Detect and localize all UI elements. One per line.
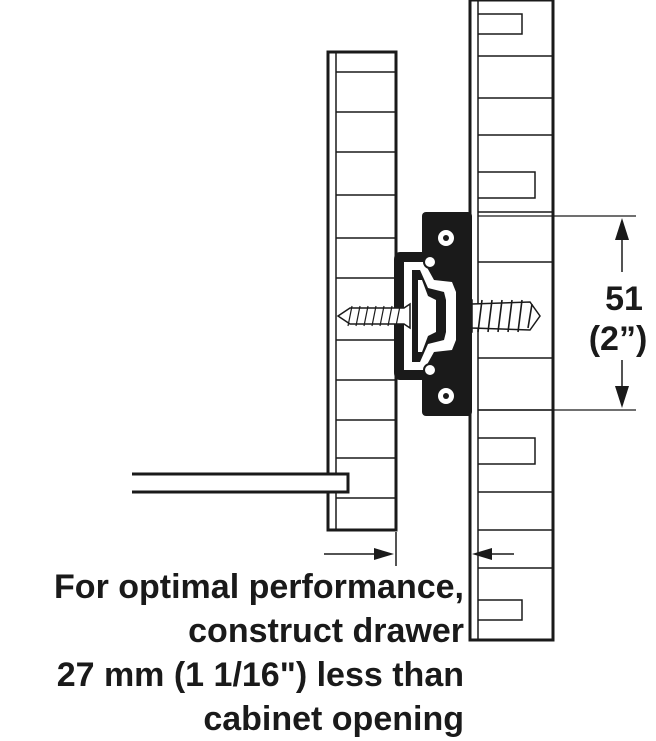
caption-line: For optimal performance, bbox=[54, 568, 464, 606]
slide-profile bbox=[394, 252, 470, 380]
arrow-left-icon bbox=[472, 548, 492, 560]
screw-icon bbox=[461, 299, 541, 333]
arrow-right-icon bbox=[374, 548, 394, 560]
caption-line: construct drawer bbox=[188, 612, 464, 650]
caption-line: 27 mm (1 1/16") less than bbox=[56, 656, 464, 694]
arrow-up-icon bbox=[615, 218, 629, 240]
dimension-imperial-label: (2”) bbox=[588, 320, 648, 358]
drawer-bottom bbox=[132, 472, 350, 494]
instruction-caption: For optimal performance, construct drawe… bbox=[54, 565, 464, 741]
arrow-down-icon bbox=[615, 386, 629, 408]
caption-line: cabinet opening bbox=[203, 700, 464, 738]
dimension-metric-label: 51 bbox=[605, 280, 643, 318]
drawer-side-panel bbox=[326, 50, 398, 532]
screw-icon bbox=[336, 302, 411, 330]
